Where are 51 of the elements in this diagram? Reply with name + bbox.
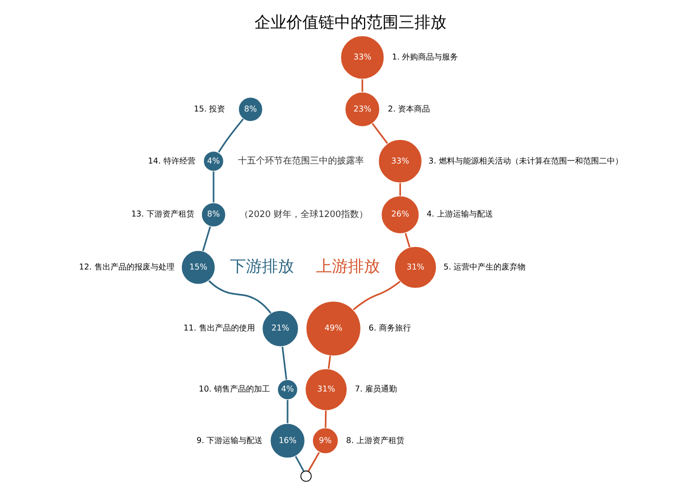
node-label: 2. 资本商品 — [387, 104, 430, 114]
connector — [286, 400, 288, 424]
node-label: 8. 上游资产租赁 — [346, 436, 404, 445]
node-label: 4. 上游运输与配送 — [426, 210, 492, 219]
connector — [294, 456, 304, 472]
node-circle: 31% — [304, 368, 347, 411]
label: 十五个环节在范围三中的披露率 — [238, 156, 364, 166]
label: 上游排放 — [315, 256, 380, 276]
connector — [202, 226, 210, 252]
node-circle: 26% — [380, 195, 419, 234]
node-circle: 16% — [269, 423, 305, 458]
node-label: 10. 销售产品的加工 — [198, 384, 270, 394]
connector — [208, 280, 271, 314]
node-circle: 15% — [180, 250, 216, 285]
node-circle: 4% — [202, 150, 224, 172]
node-circle: 4% — [276, 379, 298, 400]
node-label: 11. 售出产品的使用 — [183, 324, 254, 333]
node-circle: 23% — [344, 92, 380, 128]
node-circle: 33% — [378, 139, 422, 184]
node-label: 12. 售出产品的报废与处理 — [78, 262, 174, 272]
connector — [352, 280, 400, 310]
node-label: 1. 外购商品与服务 — [392, 52, 458, 62]
connector — [307, 452, 320, 472]
connector — [281, 346, 287, 380]
node-label: 6. 商务旅行 — [368, 324, 410, 333]
node-label: 15. 投资 — [193, 104, 225, 114]
node-circle: 9% — [312, 427, 338, 454]
node-circle: 8% — [238, 96, 263, 122]
node-label: 7. 雇员通勤 — [354, 384, 397, 394]
connector — [212, 171, 214, 202]
connector — [371, 123, 388, 144]
node-circle: 8% — [200, 202, 226, 228]
node-circle: 21% — [261, 310, 298, 348]
connector — [218, 118, 244, 153]
node-circle: 31% — [394, 246, 436, 289]
connector — [398, 183, 400, 196]
node-circle — [300, 470, 312, 482]
diagram-title: 企业价值链中的范围三排放 — [254, 12, 446, 32]
label: 下游排放 — [229, 256, 294, 276]
node-circle: 33% — [340, 35, 384, 80]
connector — [361, 79, 363, 92]
node-circle: 49% — [305, 300, 361, 356]
connector — [404, 232, 410, 248]
node-label: 9. 下游运输与配送 — [196, 436, 262, 445]
node-label: 5. 运营中产生的废弃物 — [443, 262, 526, 272]
node-label: 13. 下游资产租赁 — [130, 210, 194, 219]
label: （2020 财年，全球1200指数） — [238, 210, 368, 220]
node-label: 3. 燃料与能源相关活动（未计算在范围一和范围二中） — [428, 156, 622, 166]
node-label: 14. 特许经营 — [148, 156, 195, 166]
connector — [327, 356, 330, 369]
connector — [324, 410, 326, 428]
